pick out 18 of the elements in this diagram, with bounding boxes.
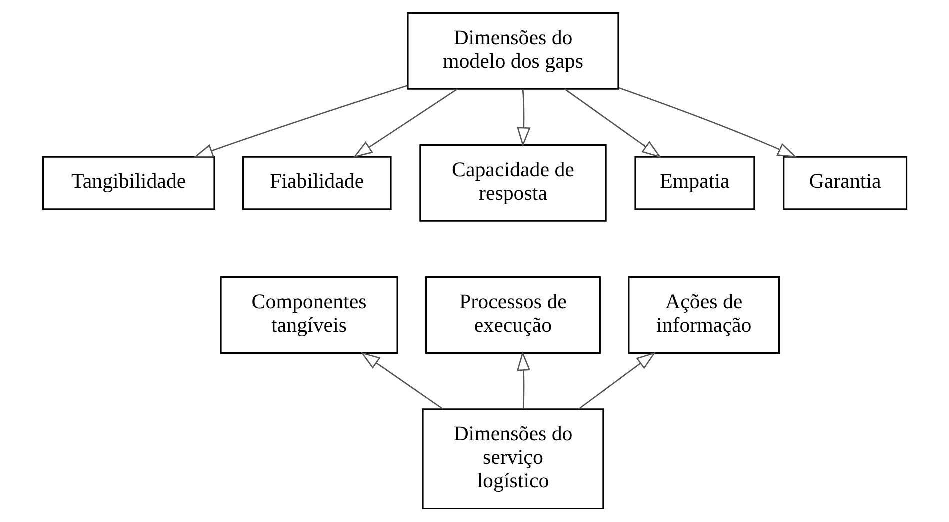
node-box: Tangibilidade xyxy=(42,156,215,210)
arrow xyxy=(516,351,530,410)
node-box: Capacidade de resposta xyxy=(419,144,606,222)
arrow xyxy=(516,89,530,148)
arrow xyxy=(564,88,662,158)
arrow xyxy=(578,352,656,410)
node-box: Ações de informação xyxy=(628,276,780,354)
node-box: Fiabilidade xyxy=(242,156,392,210)
node-box: Empatia xyxy=(634,156,755,210)
arrow xyxy=(193,85,408,158)
arrow xyxy=(618,87,797,158)
node-box: Garantia xyxy=(782,156,908,210)
node-box: Processos de execução xyxy=(425,276,600,354)
node-box: Dimensões do serviço logístico xyxy=(422,408,604,510)
arrow xyxy=(360,352,444,410)
node-box: Componentes tangíveis xyxy=(220,276,398,354)
arrow xyxy=(352,88,458,158)
node-box: Dimensões do modelo dos gaps xyxy=(406,12,619,90)
